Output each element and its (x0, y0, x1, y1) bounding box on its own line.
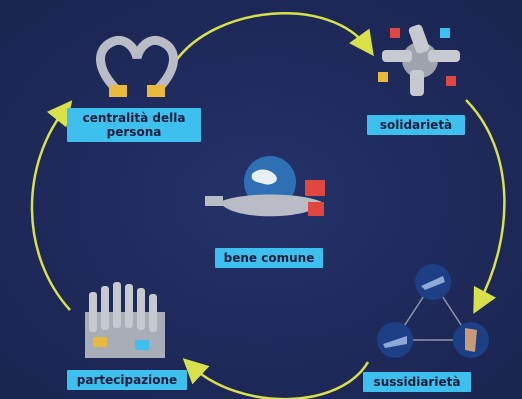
label-sussidiarieta: sussidiarietà (363, 372, 471, 392)
node-bene-comune: bene comune (195, 150, 345, 280)
label-centralita-line2: persona (106, 125, 162, 139)
helping-hands-triangle-icon (377, 264, 489, 358)
arrow-top (173, 12, 374, 63)
node-partecipazione: partecipazione (60, 280, 190, 395)
globe-hands-icon (205, 156, 325, 217)
node-sussidiarieta: sussidiarietà (355, 260, 515, 395)
arrow-bottom (182, 358, 370, 399)
stacked-hands-icon (378, 24, 460, 96)
label-partecipazione: partecipazione (67, 370, 187, 390)
label-solidarieta: solidarietà (367, 115, 465, 135)
raised-hands-icon (85, 282, 165, 358)
arrow-left (30, 100, 73, 311)
label-centralita-line1: centralità della (82, 111, 186, 125)
node-centralita: centralità della persona (55, 20, 215, 155)
label-bene-comune: bene comune (215, 248, 323, 268)
node-solidarieta: solidarietà (360, 20, 500, 145)
label-centralita: centralità della persona (67, 108, 201, 142)
heart-hands-icon (96, 36, 178, 97)
arrow-right (465, 99, 506, 314)
